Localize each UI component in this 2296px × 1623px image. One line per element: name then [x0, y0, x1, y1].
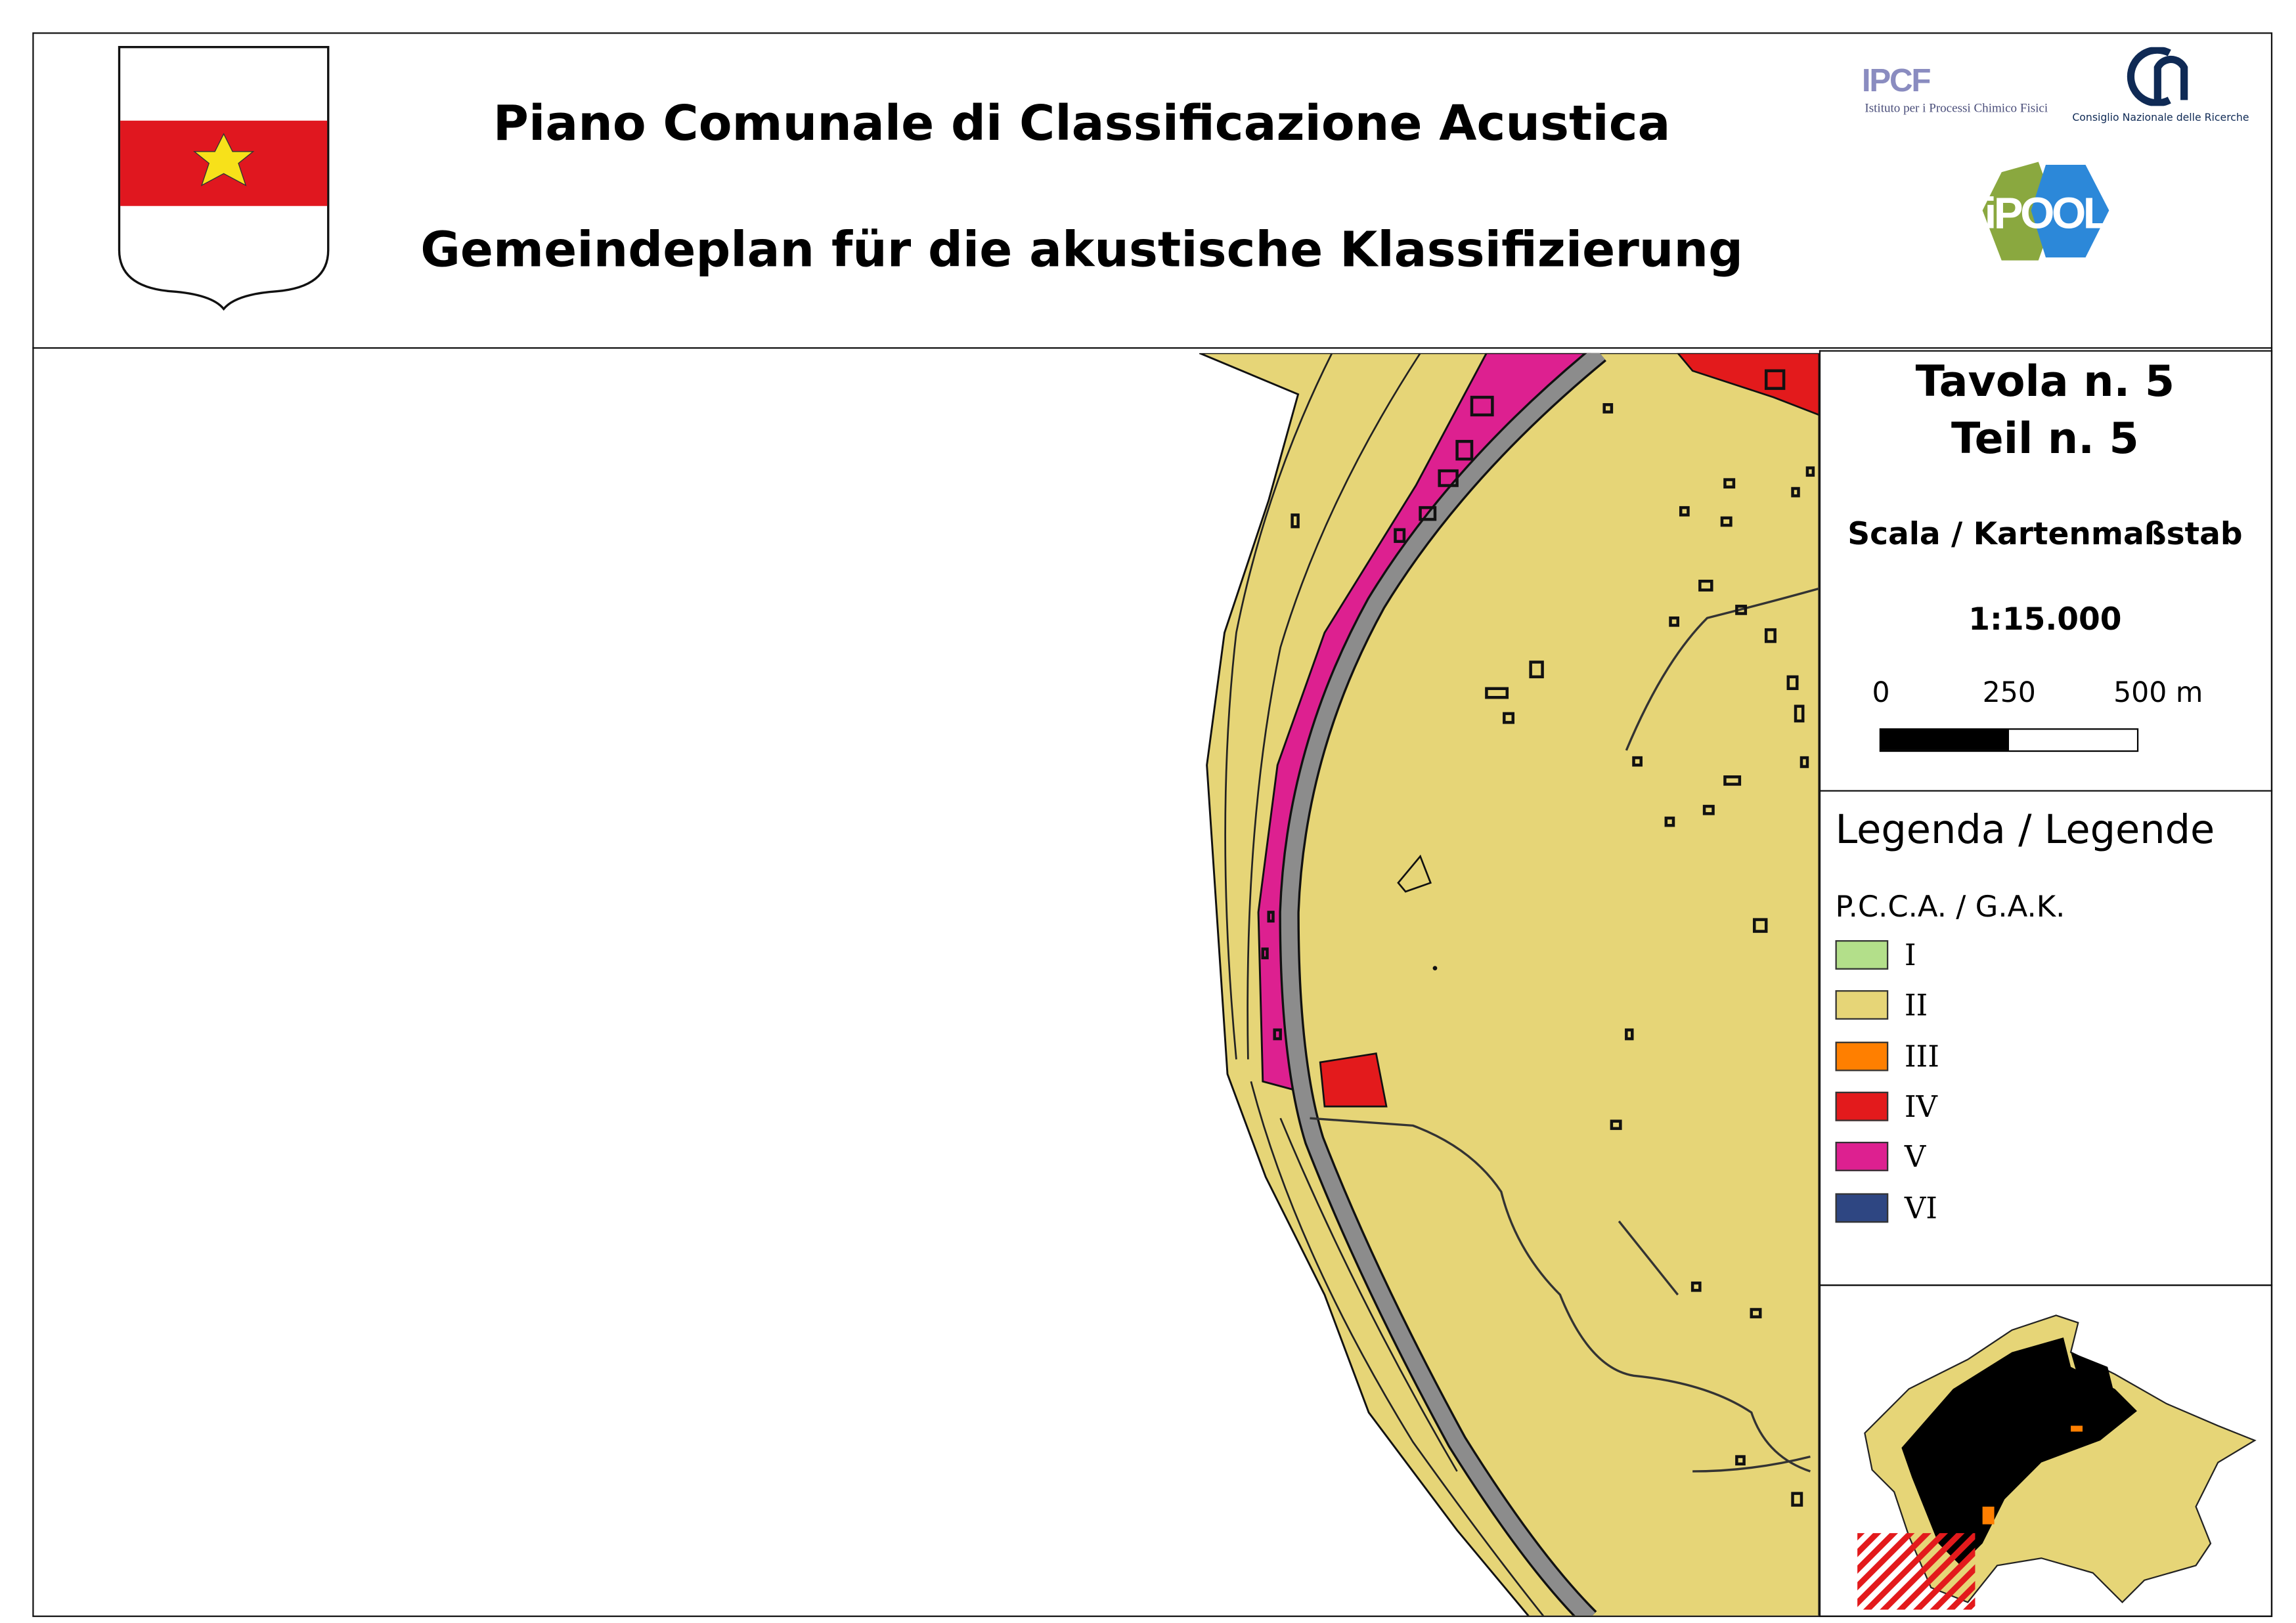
teil-label: Teil n. 5 — [1951, 413, 2139, 464]
legend-swatch — [1835, 1091, 1889, 1121]
legend-item-class-vi: VI — [1835, 1189, 1937, 1225]
overview-map-box — [1819, 1284, 2273, 1617]
title-italian: Piano Comunale di Classificazione Acusti… — [493, 94, 1671, 152]
legend-title: Legenda / Legende — [1835, 808, 2215, 854]
cnr-caption: Consiglio Nazionale delle Ricerche — [2072, 112, 2249, 124]
legend-label: VI — [1904, 1189, 1937, 1225]
ipcf-caption: Istituto per i Processi Chimico Fisici — [1865, 100, 2048, 115]
scale-value: 1:15.000 — [1968, 601, 2122, 638]
legend-swatch — [1835, 990, 1889, 1020]
legend-label: V — [1904, 1138, 1926, 1175]
zone-class-iv[interactable] — [1319, 1052, 1388, 1108]
scalebar — [1879, 728, 2139, 752]
overview-map[interactable] — [1821, 1286, 2271, 1616]
legend-swatch — [1835, 1142, 1889, 1172]
legend-item-class-ii: II — [1835, 987, 1928, 1024]
legend-label: I — [1904, 937, 1916, 973]
legend-swatch — [1835, 940, 1889, 970]
current-sheet-extent — [1857, 1533, 1976, 1610]
ipool-logo: iPOOL — [1982, 162, 2111, 261]
ipcf-logo: IPCF Istituto per i Processi Chimico Fis… — [1830, 62, 2065, 115]
coat-of-arms-logo — [118, 46, 330, 311]
scalebar-label-0: 0 — [1872, 676, 1890, 710]
zone-class-iv-north[interactable] — [1676, 353, 1819, 416]
scale-heading: Scala / Kartenmaßstab — [1847, 516, 2243, 552]
legend-swatch — [1835, 1041, 1889, 1071]
sheet-info-box — [1819, 350, 2273, 792]
scalebar-fill — [1880, 729, 2009, 750]
ipool-text: iPOOL — [1985, 188, 2109, 238]
scalebar-label-500: 500 m — [2113, 676, 2203, 710]
tavola-label: Tavola n. 5 — [1915, 356, 2175, 406]
cnr-icon — [2126, 46, 2188, 107]
legend-item-class-iii: III — [1835, 1038, 1939, 1074]
legend-label: II — [1904, 987, 1928, 1024]
cnr-logo: Consiglio Nazionale delle Ricerche — [2072, 46, 2249, 124]
legend-label: III — [1904, 1038, 1939, 1074]
legend-swatch — [1835, 1192, 1889, 1223]
buildings — [1261, 369, 1815, 1507]
local-roads — [1310, 587, 1819, 1473]
sheet-number: Tavola n. 5 Teil n. 5 — [1819, 353, 2271, 468]
legend-subtitle: P.C.C.A. / G.A.K. — [1835, 888, 2065, 924]
ipcf-logo-text: IPCF — [1861, 62, 1932, 99]
title-german: Gemeindeplan für die akustische Klassifi… — [420, 221, 1744, 278]
scalebar-label-250: 250 — [1982, 676, 2036, 710]
header-divider — [32, 347, 2273, 349]
legend-item-class-v: V — [1835, 1138, 1926, 1175]
legend-label: IV — [1904, 1089, 1937, 1124]
legend-item-class-i: I — [1835, 937, 1916, 973]
legend-item-class-iv: IV — [1835, 1089, 1937, 1124]
boundary-lines — [1224, 353, 1545, 1616]
